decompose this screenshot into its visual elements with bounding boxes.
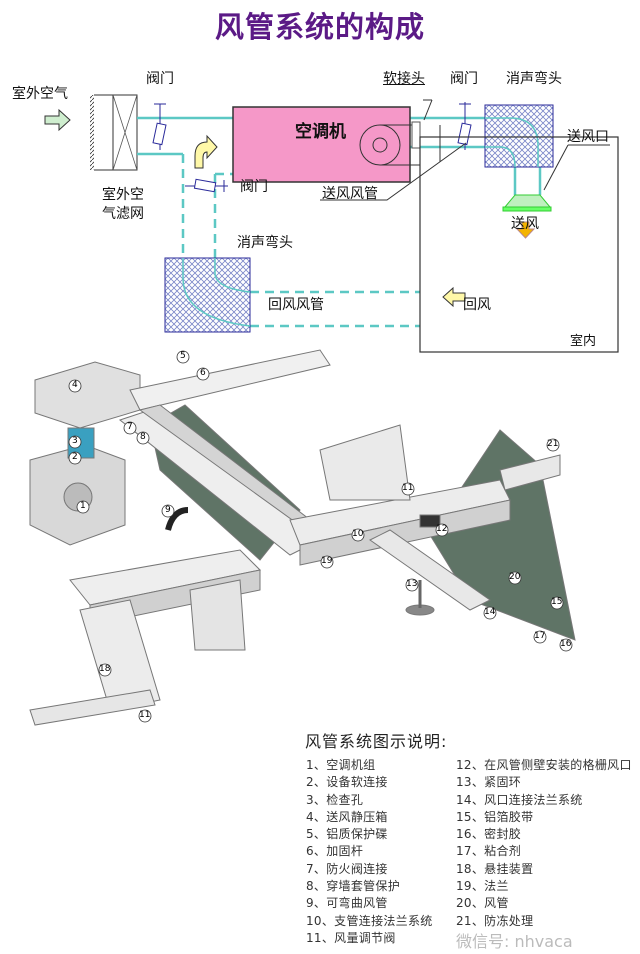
label-indoor: 室内 — [570, 334, 597, 349]
legend-item: 15、铝箔胶带 — [456, 809, 534, 824]
label-supply-duct: 送风风管 — [322, 186, 378, 202]
return-arrow-icon — [442, 286, 466, 308]
legend-item: 3、检查孔 — [306, 792, 364, 807]
muffler-elbow-top — [484, 104, 554, 168]
legend-item: 11、风量调节阀 — [306, 930, 396, 945]
label-return-air: 回风 — [463, 297, 491, 313]
legend-item: 16、密封胶 — [456, 827, 522, 842]
label-valve-right: 阀门 — [450, 71, 478, 87]
marker-19: 19 — [321, 556, 333, 566]
marker-11b: 11 — [139, 710, 151, 720]
legend-title: 风管系统图示说明: — [305, 732, 448, 751]
label-soft-joint: 软接头 — [383, 71, 425, 87]
label-filter-2: 气滤网 — [102, 206, 144, 222]
room-box — [419, 136, 619, 353]
marker-21: 21 — [547, 439, 559, 449]
label-valve-left: 阀门 — [146, 71, 174, 87]
supply-arrow-icon — [515, 221, 536, 239]
legend-item: 7、防火阀连接 — [306, 861, 388, 876]
part-number-markers — [68, 350, 573, 723]
legend-item: 18、悬挂装置 — [456, 861, 534, 876]
marker-9: 9 — [165, 505, 171, 515]
isometric-duct-illustration — [29, 349, 576, 726]
label-supply-outlet: 送风口 — [567, 129, 609, 145]
marker-18: 18 — [99, 664, 111, 674]
legend-item: 14、风口连接法兰系统 — [456, 792, 583, 807]
label-ahu: 空调机 — [295, 122, 346, 142]
legend-item: 20、风管 — [456, 896, 509, 911]
marker-20: 20 — [509, 572, 521, 582]
valve-icons — [152, 102, 472, 193]
marker-2: 2 — [72, 452, 78, 462]
marker-4: 4 — [72, 380, 78, 390]
curved-arrow-icon — [194, 134, 218, 169]
marker-15: 15 — [551, 597, 563, 607]
legend-item: 5、铝质保护碟 — [306, 827, 388, 842]
legend-item: 9、可弯曲风管 — [306, 896, 388, 911]
legend-item: 12、在风管侧壁安装的格栅风口 — [456, 758, 632, 772]
soft-joint-icon — [411, 121, 421, 149]
legend-item: 2、设备软连接 — [306, 775, 388, 790]
marker-5: 5 — [180, 351, 186, 361]
legend-item: 13、紧固环 — [456, 775, 522, 790]
legend-item: 1、空调机组 — [306, 758, 376, 772]
marker-7: 7 — [127, 422, 133, 432]
outdoor-air-arrow-icon — [44, 108, 71, 132]
wall-hatch — [90, 95, 94, 170]
label-supply-air: 送风 — [511, 216, 539, 232]
marker-6: 6 — [200, 368, 206, 378]
page-title: 风管系统的构成 — [214, 10, 425, 44]
ahu-box — [232, 106, 411, 183]
label-outdoor-air: 室外空气 — [12, 86, 68, 102]
marker-3: 3 — [72, 436, 78, 446]
label-valve-return: 阀门 — [240, 179, 268, 195]
legend-item: 17、粘合剂 — [456, 844, 522, 859]
marker-12: 12 — [436, 524, 448, 534]
marker-8: 8 — [140, 432, 146, 442]
marker-1: 1 — [80, 501, 86, 511]
legend-right-column: 12、在风管侧壁安装的格栅风口 13、紧固环 14、风口连接法兰系统 15、铝箔… — [456, 757, 632, 930]
supply-outlet-icon — [502, 206, 552, 212]
watermark: 微信号: nhvaca — [456, 932, 573, 951]
label-muffler-bottom: 消声弯头 — [237, 235, 293, 251]
legend-item: 8、穿墙套管保护 — [306, 879, 401, 894]
muffler-elbow-bottom — [164, 257, 251, 333]
legend-left-column: 1、空调机组 2、设备软连接 3、检查孔 4、送风静压箱 5、铝质保护碟 6、加… — [306, 757, 433, 947]
legend-item: 21、防冻处理 — [456, 913, 534, 928]
marker-13: 13 — [406, 579, 418, 589]
duct-lines — [137, 116, 542, 195]
label-muffler-top: 消声弯头 — [506, 71, 562, 87]
marker-14: 14 — [484, 607, 496, 617]
legend-item: 19、法兰 — [456, 879, 509, 894]
legend-item: 10、支管连接法兰系统 — [306, 913, 433, 928]
marker-16: 16 — [560, 639, 572, 649]
marker-11: 11 — [402, 483, 414, 493]
schematic-diagram — [44, 94, 619, 353]
label-filter-1: 室外空 — [102, 187, 144, 203]
legend-item: 4、送风静压箱 — [306, 809, 388, 824]
marker-10: 10 — [352, 529, 364, 539]
legend-item: 6、加固杆 — [306, 844, 364, 859]
label-return-duct: 回风风管 — [268, 297, 324, 313]
return-duct-lines — [181, 154, 420, 328]
marker-17: 17 — [534, 631, 546, 641]
